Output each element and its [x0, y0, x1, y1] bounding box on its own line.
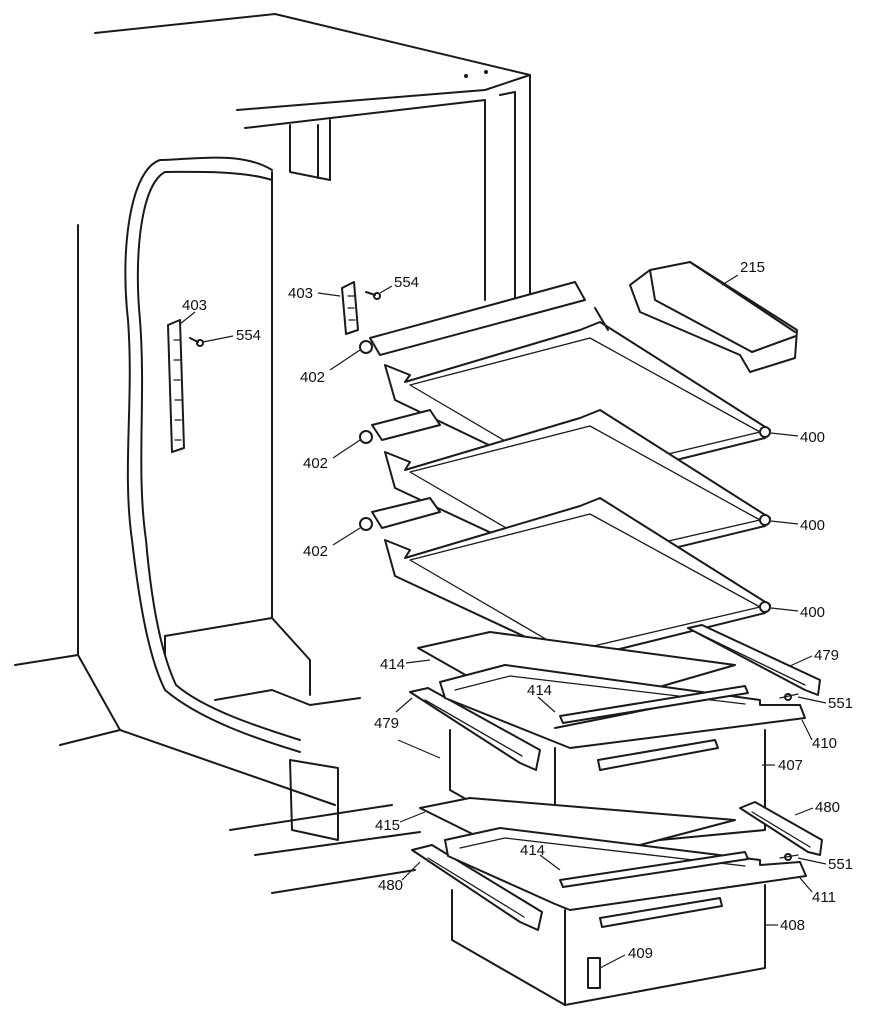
label-403-left: 403 — [182, 297, 207, 314]
label-402-bottom: 402 — [303, 543, 328, 560]
shelf-support-left — [167, 319, 185, 453]
shelf-bottom — [359, 497, 771, 661]
screw-551-lower — [779, 853, 799, 861]
label-407: 407 — [778, 757, 803, 774]
screw-551-upper — [779, 693, 799, 701]
cabinet — [14, 13, 531, 894]
shelf-middle — [359, 409, 771, 573]
label-408: 408 — [780, 917, 805, 934]
label-480-right: 480 — [815, 799, 840, 816]
label-551-upper: 551 — [828, 695, 853, 712]
label-414-upper-glass: 414 — [380, 656, 405, 673]
label-479-left: 479 — [374, 715, 399, 732]
crisper-drawer-upper — [439, 664, 806, 851]
slide-rail-left-lower — [411, 844, 543, 931]
label-414-lower: 414 — [520, 842, 545, 859]
label-410: 410 — [812, 735, 837, 752]
label-400-middle: 400 — [800, 517, 825, 534]
label-409: 409 — [628, 945, 653, 962]
label-400-bottom: 400 — [800, 604, 825, 621]
storage-bin-215 — [629, 261, 798, 373]
label-402-top: 402 — [300, 369, 325, 386]
label-551-lower: 551 — [828, 856, 853, 873]
label-403-right: 403 — [288, 285, 313, 302]
label-479-right: 479 — [814, 647, 839, 664]
slide-rail-left-upper — [409, 687, 541, 771]
label-480-left: 480 — [378, 877, 403, 894]
leader-lines — [179, 274, 827, 969]
part-labels: 215 403 554 403 554 402 402 402 400 400 … — [182, 259, 853, 962]
crisper-drawer-lower — [444, 827, 807, 1006]
label-411: 411 — [812, 889, 836, 906]
shelf-support-right — [341, 281, 359, 335]
label-554-right: 554 — [394, 274, 419, 291]
slide-rail-right-lower — [739, 801, 823, 856]
label-215: 215 — [740, 259, 765, 276]
slide-rail-right-upper — [687, 624, 821, 696]
label-402-middle: 402 — [303, 455, 328, 472]
label-400-top: 400 — [800, 429, 825, 446]
label-554-left: 554 — [236, 327, 261, 344]
screw-right — [365, 291, 381, 300]
label-414-upper-frame: 414 — [527, 682, 552, 699]
screw-left — [189, 337, 204, 347]
label-415: 415 — [375, 817, 400, 834]
